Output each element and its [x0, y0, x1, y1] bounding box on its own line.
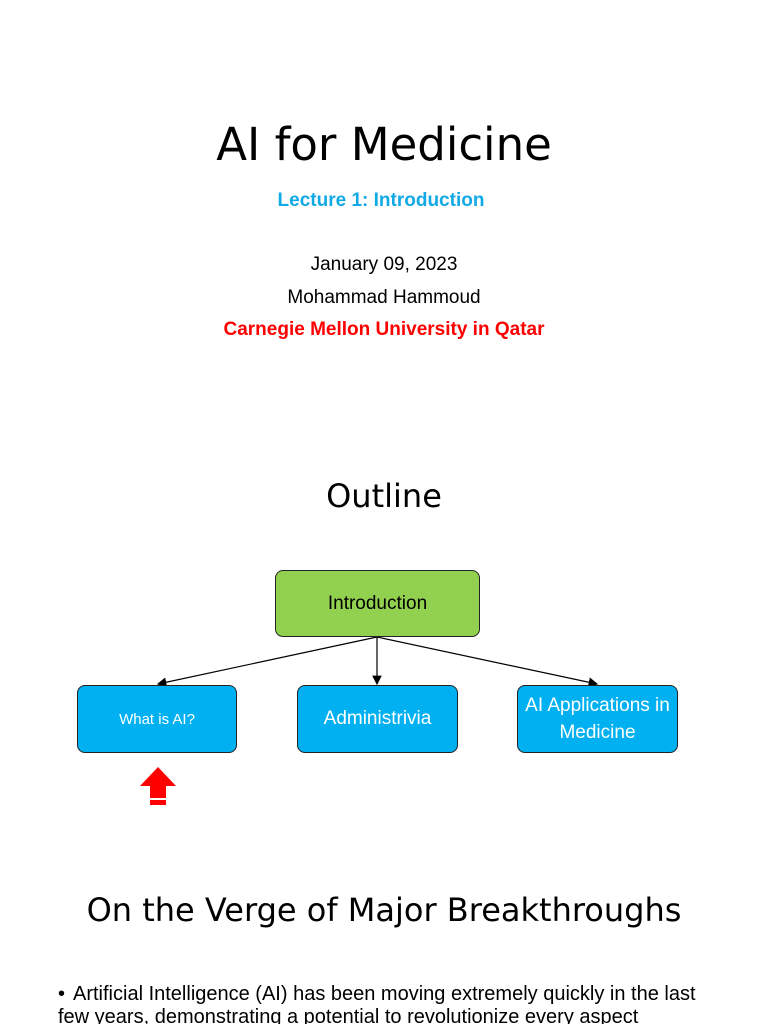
node-administrivia-label: Administrivia [323, 708, 432, 729]
node-introduction: Introduction [275, 570, 480, 637]
bullet-icon: • [58, 983, 66, 1005]
node-administrivia: Administrivia [297, 685, 458, 753]
node-what-is-ai-label: What is AI? [119, 710, 195, 728]
author-name: Mohammad Hammoud [287, 287, 481, 308]
node-ai-applications: AI Applications in Medicine [517, 685, 678, 753]
deck-title: AI for Medicine [216, 118, 552, 171]
node-ai-applications-label: AI Applications in Medicine [525, 695, 670, 743]
lecture-subtitle: Lecture 1: Introduction [277, 190, 485, 211]
lecture-date: January 09, 2023 [310, 254, 458, 275]
title-slide: AI for Medicine Lecture 1: Introduction … [0, 0, 768, 432]
bullet-text: Artificial Intelligence (AI) has been mo… [58, 983, 696, 1024]
node-what-is-ai: What is AI? [77, 685, 237, 753]
breakthroughs-title: On the Verge of Major Breakthroughs [86, 891, 682, 929]
node-introduction-label: Introduction [327, 592, 428, 614]
current-section-arrow-icon [140, 767, 176, 805]
outline-slide: Outline Introduction What is AI? Adminis… [0, 432, 768, 864]
outline-connectors [156, 636, 599, 687]
outline-title: Outline [326, 477, 442, 515]
bullet-item: •Artificial Intelligence (AI) has been m… [58, 983, 728, 1024]
breakthroughs-slide: On the Verge of Major Breakthroughs •Art… [0, 864, 768, 1024]
connector-to-what-is-ai [156, 636, 378, 687]
affiliation: Carnegie Mellon University in Qatar [223, 319, 545, 340]
connector-to-ai-applications [376, 636, 599, 687]
